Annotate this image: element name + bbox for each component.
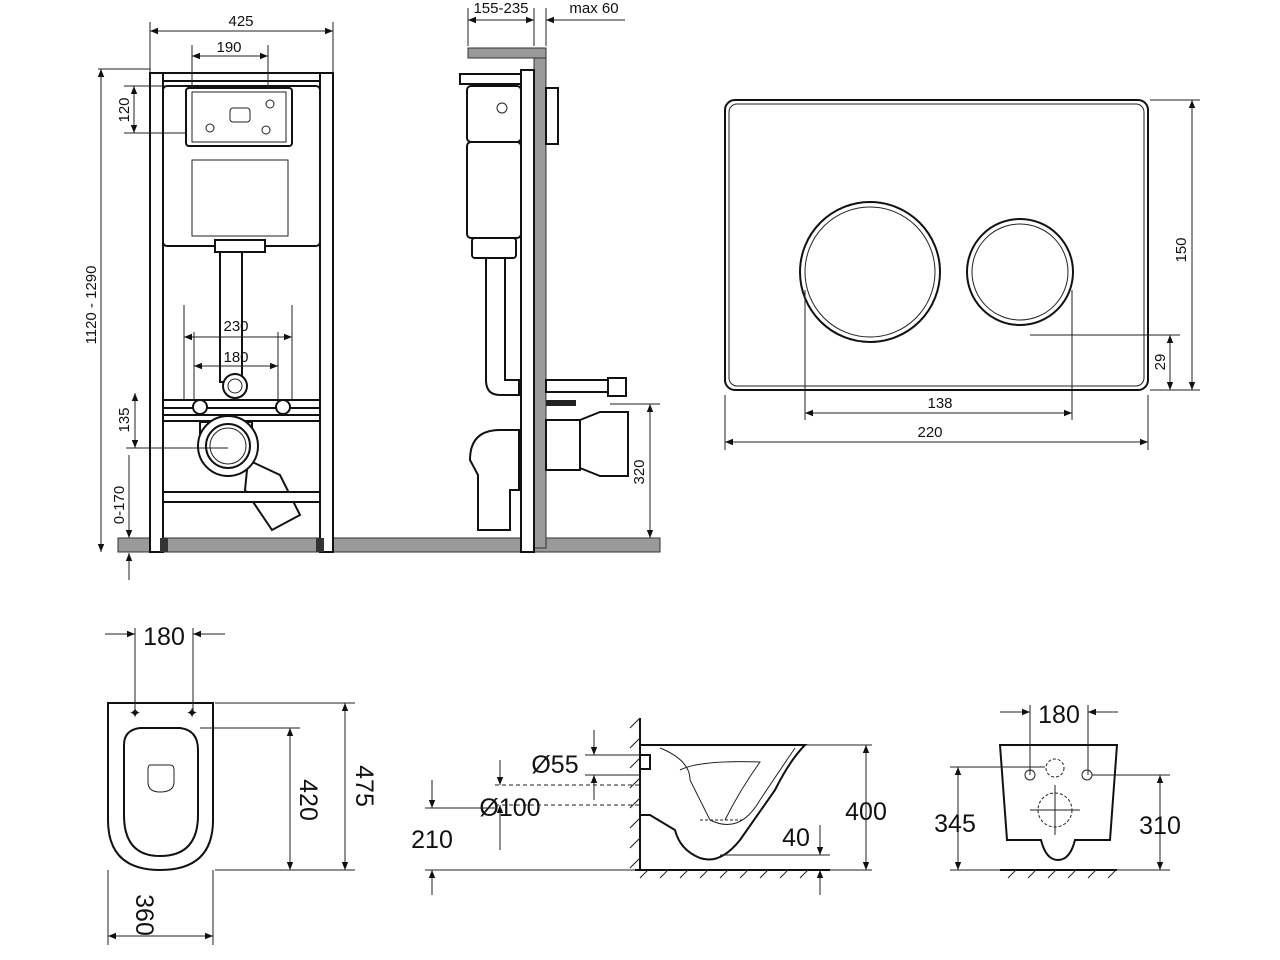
floor-line	[117, 537, 661, 553]
water-depth-label: 40	[782, 824, 810, 852]
bowl-height-label: 400	[845, 798, 887, 826]
frame-right-post	[319, 72, 334, 553]
outlet-height-label: 210	[411, 826, 453, 854]
inlet-stub	[639, 754, 651, 770]
depth-range-label: 155-235	[473, 0, 528, 17]
bowl-width-label: 360	[130, 894, 158, 936]
button-offset-label: 29	[1152, 354, 1169, 371]
stud-inner-label: 180	[223, 349, 248, 366]
wall-max-label: max 60	[569, 0, 618, 17]
leg-adjust-label: 0-170	[111, 486, 128, 524]
side-drain-connector	[579, 411, 629, 477]
bowl-rear-outline	[998, 744, 1119, 862]
bowl-top-view: ✦ ✦	[107, 702, 214, 872]
flush-opening	[185, 87, 293, 147]
side-flush-pipe	[485, 257, 520, 396]
drain-height-label: 320	[631, 459, 648, 484]
frame-width-label: 425	[228, 13, 253, 30]
inlet-diameter-label: Ø55	[531, 751, 578, 779]
flush-plate-dimensions: 150 29 138 220	[724, 99, 1200, 450]
plate-outline	[724, 99, 1149, 391]
bowl-rim	[123, 727, 199, 858]
top-fixing-spacing-label: 180	[143, 623, 185, 651]
bowl-side-dimensions: Ø55 Ø100 210 400 40	[411, 730, 887, 895]
drain-offset-label: 135	[116, 407, 133, 432]
large-flush-button	[799, 201, 941, 343]
plate-width-label: 220	[917, 424, 942, 441]
side-cistern	[466, 141, 522, 239]
bowl-top-dimensions: 180 475 420 360	[105, 623, 378, 945]
svg-text:✦: ✦	[129, 705, 142, 722]
rear-height-label: 345	[934, 810, 976, 838]
stud-outer-label: 230	[223, 318, 248, 335]
wall	[533, 57, 547, 549]
installation-frame-front	[117, 72, 661, 553]
seat-length-label: 420	[294, 779, 322, 821]
svg-text:✦: ✦	[186, 705, 199, 722]
button-span-label: 138	[927, 395, 952, 412]
side-frame-dimensions: 155-235 max 60 320	[467, 0, 660, 538]
bowl-rear-view	[998, 744, 1119, 879]
plate-height-label: 150	[1173, 237, 1190, 262]
fixing-height-label: 310	[1139, 812, 1181, 840]
front-frame-dimensions: 425 190 120 1120 - 1290 230 180 135 0-17…	[83, 13, 334, 580]
bowl-side-view	[629, 717, 830, 879]
rear-fixing-spacing-label: 180	[1038, 701, 1080, 729]
wall-top	[467, 47, 547, 59]
side-drain-bend	[468, 429, 520, 531]
bowl-side-outline	[640, 744, 808, 861]
frame-height-label: 1120 - 1290	[83, 266, 100, 345]
cistern-panel	[191, 159, 289, 237]
small-flush-button	[966, 218, 1074, 326]
flush-plate	[724, 99, 1149, 391]
frame-side-post	[520, 69, 535, 553]
bowl-outline-top	[107, 702, 214, 872]
opening-height-label: 120	[116, 97, 133, 122]
plate-opening-label: 190	[216, 39, 241, 56]
bowl-rear-dimensions: 180 345 310	[934, 701, 1181, 871]
frame-left-post	[149, 72, 164, 553]
bowl-length-label: 475	[350, 765, 378, 807]
installation-frame-side	[459, 47, 629, 553]
